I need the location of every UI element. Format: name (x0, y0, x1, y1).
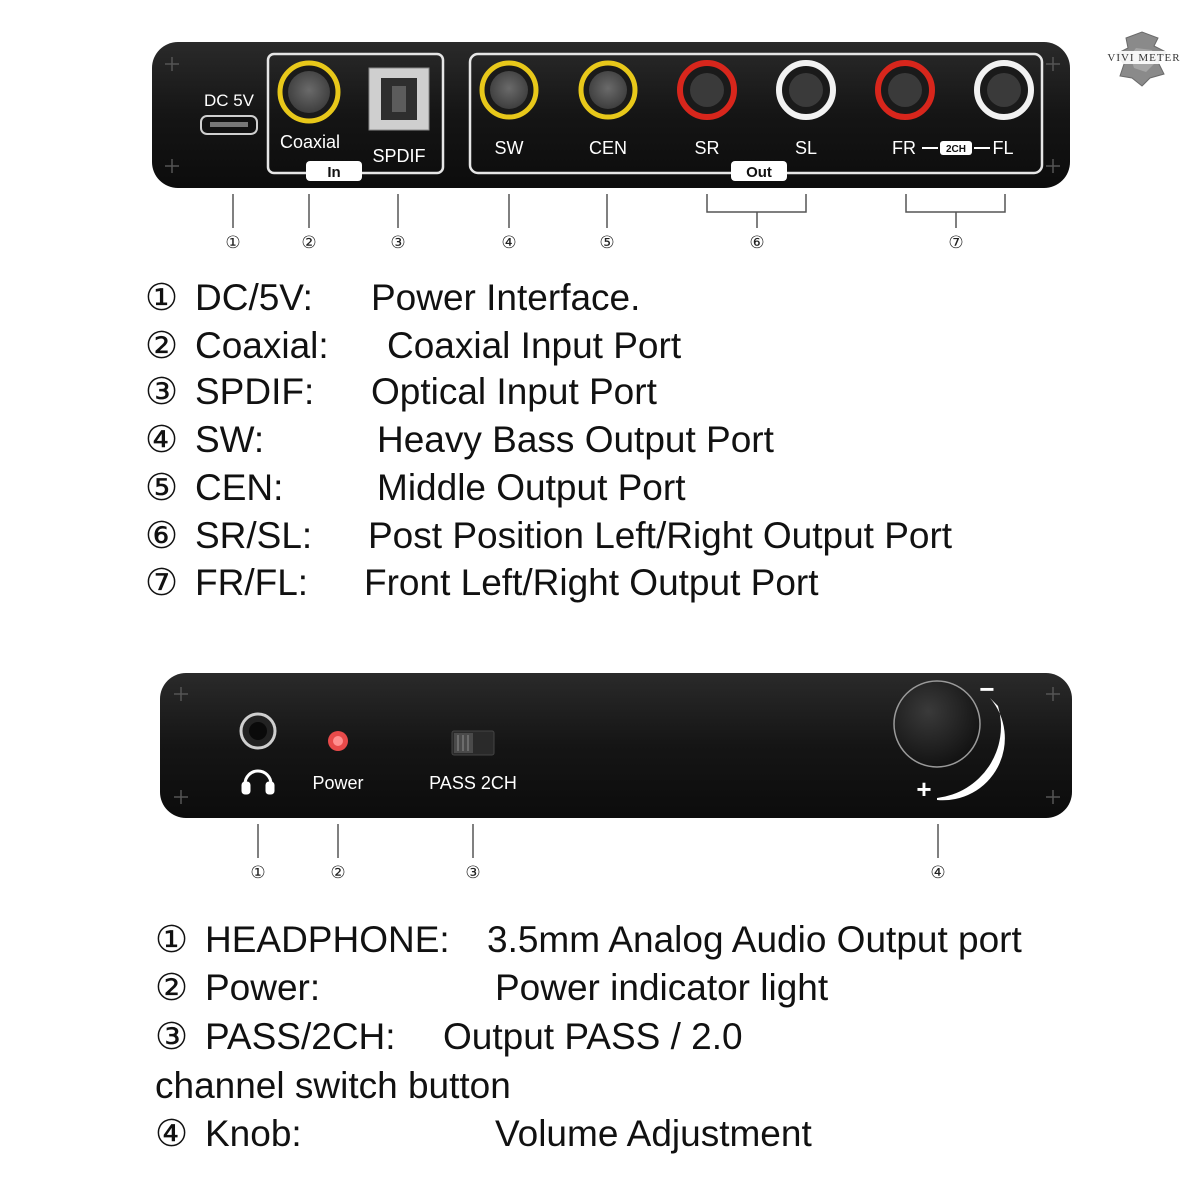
cen-label: CEN (589, 138, 627, 158)
front-panel: Power PASS 2CH − + (160, 673, 1072, 818)
sw-jack[interactable] (479, 60, 539, 120)
volume-scale-arc (937, 698, 1005, 801)
rear-screws (165, 57, 1060, 173)
spdif-label: SPDIF (372, 146, 425, 166)
front-callout-4: ④ (930, 863, 945, 883)
front-callout-lines (257, 824, 939, 858)
volume-plus: + (916, 774, 931, 804)
rear-panel: DC 5V In Coaxial SPDIF Out SW (152, 42, 1070, 188)
front-callout-3: ③ (465, 863, 480, 883)
front-callout-1: ① (250, 863, 265, 883)
rear-callout-6: ⑥ (749, 233, 764, 253)
fl-jack[interactable] (974, 60, 1034, 120)
sr-label: SR (694, 138, 719, 158)
coaxial-jack[interactable] (277, 60, 341, 124)
brand-logo-mark: VIVI METER (1098, 31, 1190, 87)
front-callout-numbers: ① ② ③ ④ (250, 863, 945, 883)
rear-callout-1: ① (225, 233, 240, 253)
2ch-badge-label: 2CH (946, 144, 966, 155)
volume-minus: − (979, 674, 994, 704)
in-badge-label: In (327, 164, 340, 181)
front-callout-2: ② (330, 863, 345, 883)
pass-2ch-switch[interactable] (451, 730, 495, 756)
front-screws (174, 687, 1060, 804)
rear-callout-2: ② (301, 233, 316, 253)
brand-logo-text: VIVI METER (1107, 52, 1180, 64)
out-badge-label: Out (746, 164, 772, 181)
pass-2ch-label: PASS 2CH (429, 773, 517, 793)
rear-callout-4: ④ (501, 233, 516, 253)
sw-label: SW (495, 138, 524, 158)
2ch-badge (940, 141, 972, 155)
fr-jack[interactable] (875, 60, 935, 120)
sr-jack[interactable] (677, 60, 737, 120)
rear-callout-lines (232, 194, 1006, 228)
sl-jack[interactable] (776, 60, 836, 120)
volume-knob[interactable] (893, 680, 981, 768)
rear-callout-3: ③ (390, 233, 405, 253)
sl-label: SL (795, 138, 817, 158)
dc-5v-label: DC 5V (204, 91, 255, 110)
fl-label: FL (992, 138, 1013, 158)
cen-jack[interactable] (578, 60, 638, 120)
out-badge (731, 161, 787, 181)
fr-label: FR (892, 138, 916, 158)
coaxial-label: Coaxial (280, 132, 340, 152)
spdif-optical-port[interactable] (368, 67, 430, 131)
front-panel-body (160, 673, 1072, 818)
power-label: Power (312, 773, 363, 793)
rear-callout-numbers: ① ② ③ ④ ⑤ ⑥ ⑦ (225, 233, 963, 253)
headphone-icon (241, 769, 275, 795)
brand-logo: VIVI METER (1096, 28, 1192, 90)
rear-callout-5: ⑤ (599, 233, 614, 253)
headphone-jack[interactable] (239, 712, 277, 750)
rear-callout-7: ⑦ (948, 233, 963, 253)
in-badge (306, 161, 362, 181)
